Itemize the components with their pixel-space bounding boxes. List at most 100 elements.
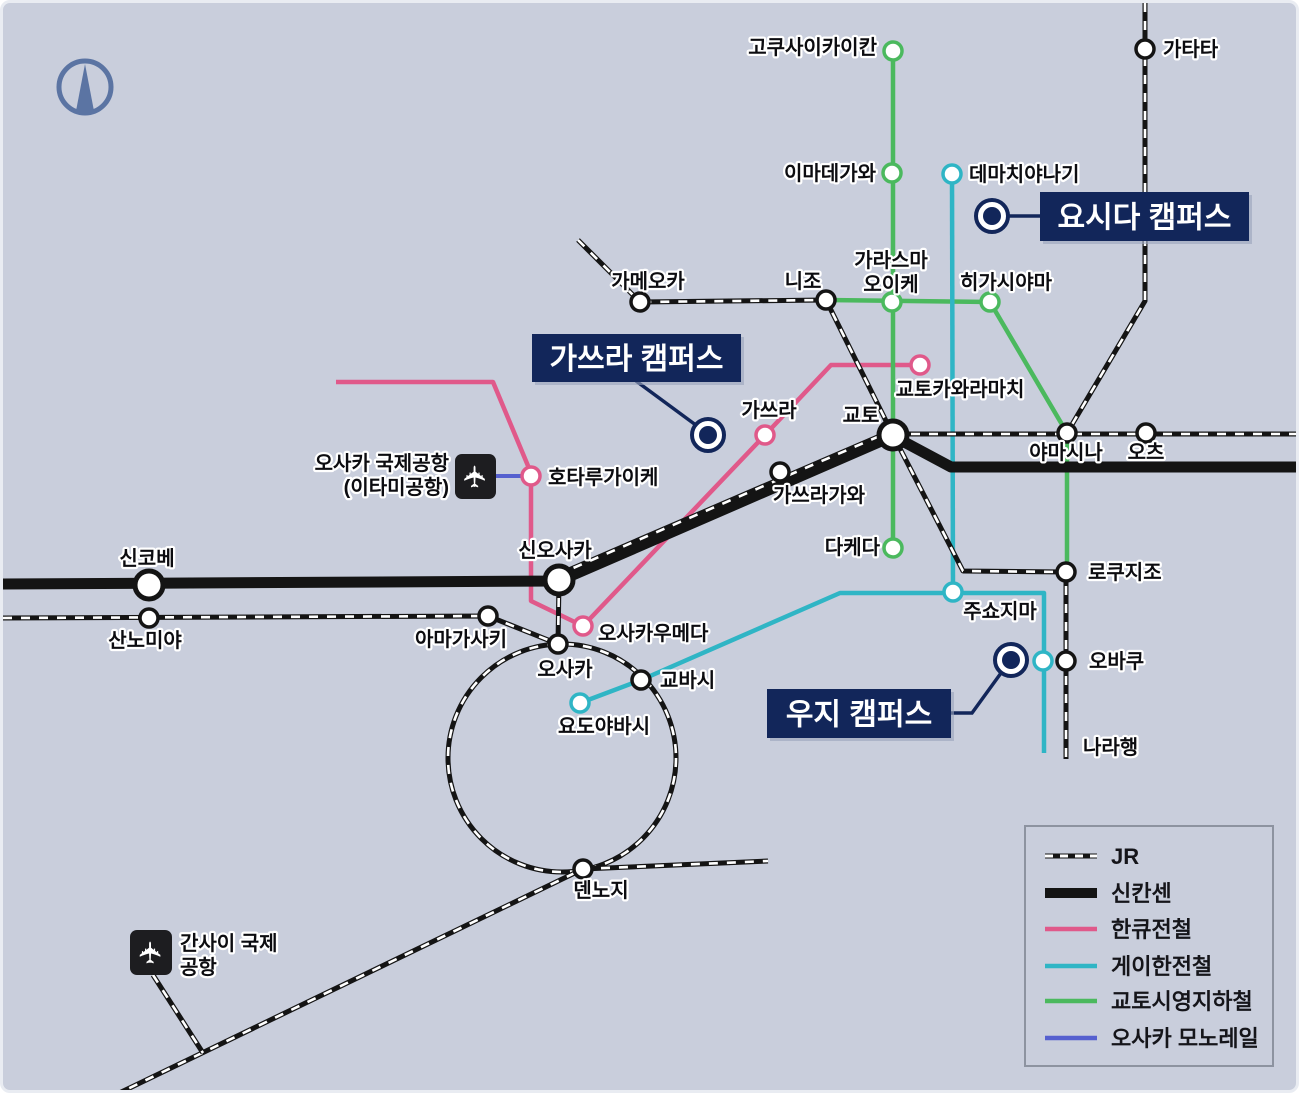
station-obaku-keihan xyxy=(1032,650,1054,672)
station-yamashina xyxy=(1056,422,1078,444)
label-katata: 가타타 xyxy=(1163,38,1219,61)
kansai-airport-icon: ✈ xyxy=(130,930,172,975)
station-amagasaki xyxy=(477,605,499,627)
campus-uji: 우지 캠퍼스 xyxy=(767,642,1029,741)
legend-label: 교토시영지하철 xyxy=(1111,989,1253,1014)
station-kokusaikaikan xyxy=(882,40,904,62)
line-jr-tennoji-east xyxy=(582,858,769,872)
campus-yoshida: 요시다 캠퍼스 xyxy=(974,192,1252,244)
label-rokujizo: 로쿠지조 xyxy=(1088,561,1162,584)
station-yodoyabashi xyxy=(569,692,591,714)
label-hotarugaike: 호타루가이케 xyxy=(548,466,658,489)
label-osaka-umeda: 오사카우메다 xyxy=(598,622,709,645)
legend-label: 신칸센 xyxy=(1111,881,1172,906)
campus-katsura: 가쓰라 캠퍼스 xyxy=(532,334,744,453)
campus-label: 요시다 캠퍼스 xyxy=(1058,202,1232,235)
label-otsu: 오츠 xyxy=(1128,441,1165,464)
campus-label: 가쓰라 캠퍼스 xyxy=(550,343,724,376)
line-keihan-oto xyxy=(949,173,956,593)
campus-marker-dot xyxy=(983,207,1001,225)
label-katsura: 가쓰라 xyxy=(741,399,797,422)
label-osaka: 오사카 xyxy=(537,658,593,681)
legend-item-hankyu: 한큐전철 xyxy=(1045,917,1192,942)
station-sannomiya xyxy=(138,607,160,629)
label-nijo: 니조 xyxy=(785,270,822,293)
campus-box xyxy=(1040,192,1249,241)
legend-label: 오사카 모노레일 xyxy=(1111,1026,1259,1051)
airplane-icon-bg xyxy=(455,454,496,499)
station-kameoka xyxy=(629,291,651,313)
label-takeda: 다케다 xyxy=(825,536,881,559)
campus-marker-dot xyxy=(1002,651,1020,669)
campus-label: 우지 캠퍼스 xyxy=(786,699,932,732)
label-katsuragawa: 가쓰라가와 xyxy=(773,484,866,507)
label-yamashina: 야마시나 xyxy=(1029,441,1103,464)
label-sannomiya: 산노미야 xyxy=(108,629,182,652)
station-shin-osaka xyxy=(542,563,576,597)
legend-box xyxy=(1024,825,1274,1067)
line-keihan-main-uji xyxy=(579,590,1047,753)
line-jr-kosei xyxy=(1064,3,1148,435)
line-jr-hanwa xyxy=(119,866,585,1090)
line-jr-kyoto-line xyxy=(556,429,890,578)
label-tennoji: 덴노지 xyxy=(573,879,628,902)
station-kyobashi xyxy=(630,669,652,691)
airplane-icon-bg xyxy=(130,930,172,975)
station-nijo xyxy=(815,289,837,311)
station-takeda xyxy=(882,537,904,559)
campus-connector xyxy=(950,660,1011,715)
legend-label: 게이한전철 xyxy=(1111,954,1212,979)
station-higashiyama xyxy=(979,291,1001,313)
label-shin-kobe: 신코베 xyxy=(119,547,174,570)
legend-label: 한큐전철 xyxy=(1111,917,1192,942)
line-jr-kansai-airport xyxy=(150,973,206,1055)
legend-item-jr: JR xyxy=(1045,844,1139,869)
station-katsura xyxy=(754,424,776,446)
station-kyoto xyxy=(876,418,910,452)
station-osaka xyxy=(547,633,569,655)
station-rokujizo xyxy=(1055,561,1077,583)
station-tennoji xyxy=(572,858,594,880)
station-shin-kobe xyxy=(132,568,166,602)
label-kyobashi: 교바시 xyxy=(660,669,715,692)
station-karasuma-oike xyxy=(881,291,903,313)
legend-item-subway: 교토시영지하철 xyxy=(1045,989,1253,1014)
itami-airport-icon: ✈ xyxy=(455,454,496,499)
station-demachiyanagi xyxy=(941,163,963,185)
line-subway-tozai xyxy=(825,297,1070,571)
campus-box xyxy=(532,334,741,382)
line-jr-sagano xyxy=(576,238,896,437)
label-kyoto-kawaramachi: 교토카와라마치 xyxy=(896,378,1025,401)
station-katsuragawa xyxy=(769,461,791,483)
label-shin-osaka: 신오사카 xyxy=(518,539,592,562)
label-obaku: 오바쿠 xyxy=(1089,650,1144,673)
label-kokusaikaikan: 고쿠사이카이칸 xyxy=(748,36,877,59)
label-kyoto: 교토 xyxy=(843,405,880,427)
label-imadegawa: 이마데가와 xyxy=(784,162,877,185)
label-nara-bound: 나라행 xyxy=(1083,736,1138,759)
label-kameoka: 가메오카 xyxy=(611,270,685,293)
label-chushojima: 주쇼지마 xyxy=(963,600,1037,623)
airplane-icon: ✈ xyxy=(460,464,493,489)
station-chushojima xyxy=(942,581,964,603)
station-hotarugaike xyxy=(520,465,542,487)
station-imadegawa xyxy=(881,162,903,184)
legend-item-keihan: 게이한전철 xyxy=(1045,954,1212,979)
legend-item-monorail: 오사카 모노레일 xyxy=(1045,1026,1259,1051)
station-obaku xyxy=(1055,650,1077,672)
campus-box xyxy=(767,689,951,738)
station-otsu xyxy=(1135,422,1157,444)
label-higashiyama: 히가시야마 xyxy=(960,271,1053,294)
station-katata xyxy=(1134,38,1156,60)
station-kyoto-kawaramachi xyxy=(909,354,931,376)
legend-item-shinkansen: 신칸센 xyxy=(1045,881,1172,906)
airplane-icon: ✈ xyxy=(135,940,168,965)
legend-label: JR xyxy=(1111,844,1139,869)
label-yodoyabashi: 요도야바시 xyxy=(558,715,650,738)
compass-icon xyxy=(56,58,114,116)
